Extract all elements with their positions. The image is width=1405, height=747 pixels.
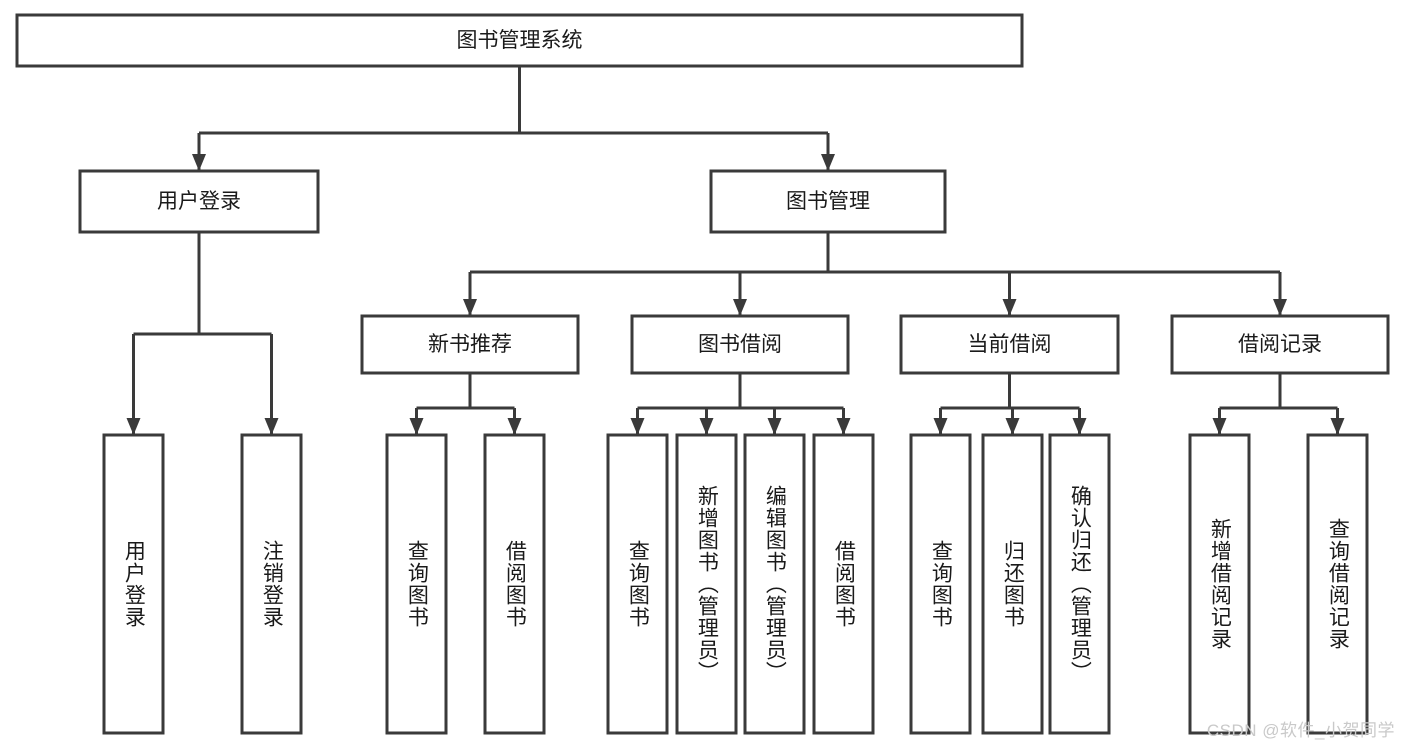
node-label: 新书推荐 — [428, 333, 512, 356]
arrow-head-icon — [1002, 299, 1017, 316]
node-box — [15, 13, 1024, 68]
node-label: 图书管理系统 — [457, 29, 583, 52]
arrow-head-icon — [767, 418, 782, 435]
leaf-box — [1188, 433, 1251, 735]
connector-layer — [126, 66, 1345, 435]
arrow-head-icon — [264, 418, 279, 435]
leaf-box — [981, 433, 1044, 735]
leaf-node-0[interactable] — [102, 433, 165, 735]
node-box — [1170, 314, 1390, 375]
leaf-node-11[interactable] — [1188, 433, 1251, 735]
leaf-box — [606, 433, 669, 735]
node-label: 借阅记录 — [1238, 333, 1322, 356]
leaf-box — [1306, 433, 1369, 735]
arrow-head-icon — [1072, 418, 1087, 435]
leaf-box — [385, 433, 448, 735]
arrow-head-icon — [933, 418, 948, 435]
arrow-head-icon — [699, 418, 714, 435]
level2-node-0[interactable]: 用户登录 — [78, 169, 320, 234]
node-label: 图书管理 — [786, 190, 870, 213]
leaf-box — [675, 433, 738, 735]
arrow-head-icon — [1330, 418, 1345, 435]
leaf-box — [240, 433, 303, 735]
leaf-box — [909, 433, 972, 735]
node-label: 用户登录 — [157, 190, 241, 213]
arrow-head-icon — [1273, 299, 1287, 316]
leaf-node-9[interactable] — [981, 433, 1044, 735]
arrow-head-icon — [126, 418, 141, 435]
watermark: CSDN @软件_小贺同学 — [1206, 721, 1395, 740]
leaf-node-12[interactable] — [1306, 433, 1369, 735]
node-box — [78, 169, 320, 234]
leaf-box — [102, 433, 165, 735]
node-label: 图书借阅 — [698, 333, 782, 356]
leaf-node-2[interactable] — [385, 433, 448, 735]
level3-node-3[interactable]: 借阅记录 — [1170, 314, 1390, 375]
leaf-node-1[interactable] — [240, 433, 303, 735]
level3-node-2[interactable]: 当前借阅 — [899, 314, 1120, 375]
node-box — [630, 314, 850, 375]
arrow-head-icon — [463, 299, 477, 316]
leaf-node-4[interactable] — [606, 433, 669, 735]
leaf-node-10[interactable] — [1048, 433, 1111, 735]
arrow-head-icon — [1212, 418, 1227, 435]
arrow-head-icon — [192, 154, 206, 171]
arrow-head-icon — [821, 154, 835, 171]
leaf-node-6[interactable] — [743, 433, 806, 735]
node-box — [709, 169, 947, 234]
arrow-head-icon — [733, 299, 747, 316]
leaf-box — [1048, 433, 1111, 735]
node-box — [360, 314, 580, 375]
level3-node-1[interactable]: 图书借阅 — [630, 314, 850, 375]
leaf-node-3[interactable] — [483, 433, 546, 735]
arrow-head-icon — [507, 418, 522, 435]
arrow-head-icon — [409, 418, 424, 435]
arrow-head-icon — [836, 418, 851, 435]
node-label: 当前借阅 — [968, 333, 1052, 356]
arrow-head-icon — [630, 418, 645, 435]
leaf-box — [812, 433, 875, 735]
leaf-node-5[interactable] — [675, 433, 738, 735]
leaf-box — [743, 433, 806, 735]
leaf-box — [483, 433, 546, 735]
level3-node-0[interactable]: 新书推荐 — [360, 314, 580, 375]
root-node[interactable]: 图书管理系统 — [15, 13, 1024, 68]
arrow-head-icon — [1005, 418, 1020, 435]
leaf-node-8[interactable] — [909, 433, 972, 735]
level2-node-1[interactable]: 图书管理 — [709, 169, 947, 234]
node-box — [899, 314, 1120, 375]
leaf-node-7[interactable] — [812, 433, 875, 735]
